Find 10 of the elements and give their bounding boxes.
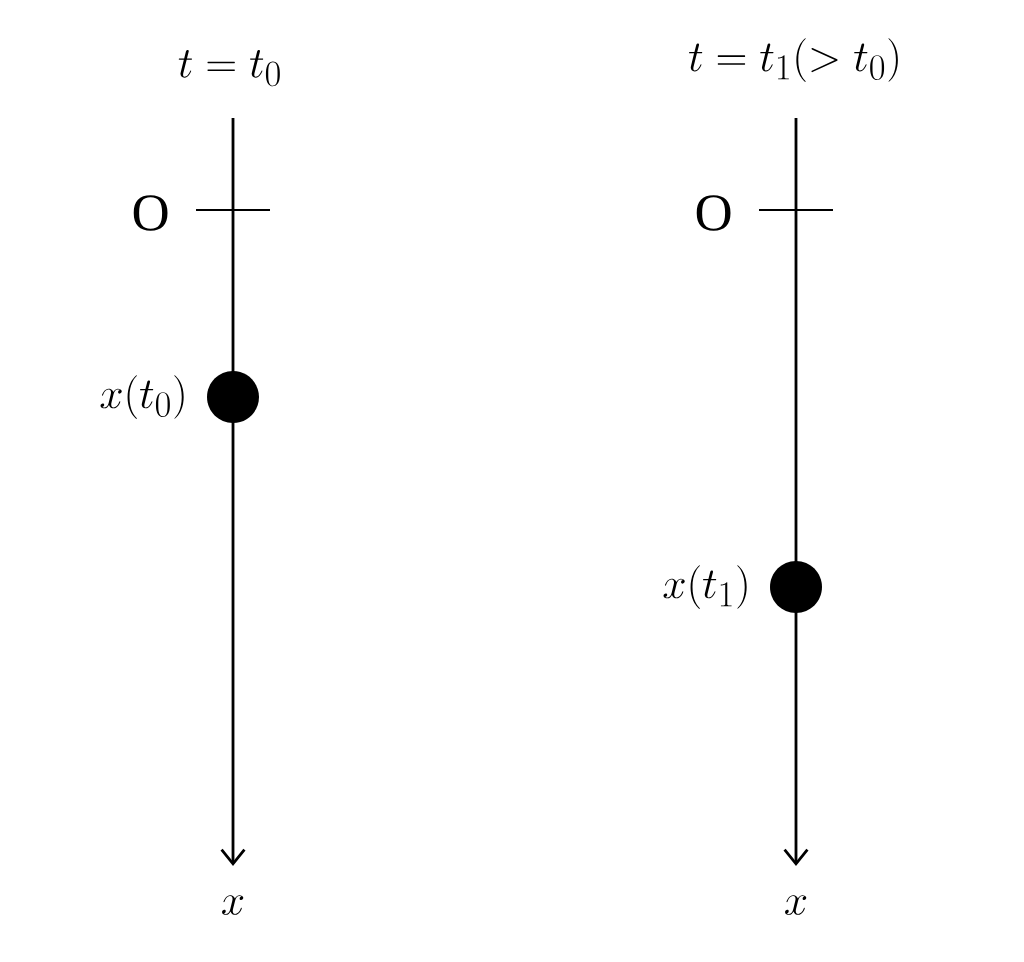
point-dot: [207, 371, 259, 423]
axis-label: $x$: [222, 895, 244, 915]
origin-label: $\mathrm{O}$: [696, 195, 731, 231]
position-label: $x(t_1)$: [663, 565, 747, 609]
origin-label: $\mathrm{O}$: [133, 195, 168, 231]
point-dot: [770, 561, 822, 613]
axis-label: $x$: [785, 895, 807, 915]
time-label: $t = t_0$: [178, 49, 280, 87]
position-label: $x(t_0)$: [100, 375, 184, 419]
time-label: $t = t_1(> t_0)$: [689, 38, 898, 82]
